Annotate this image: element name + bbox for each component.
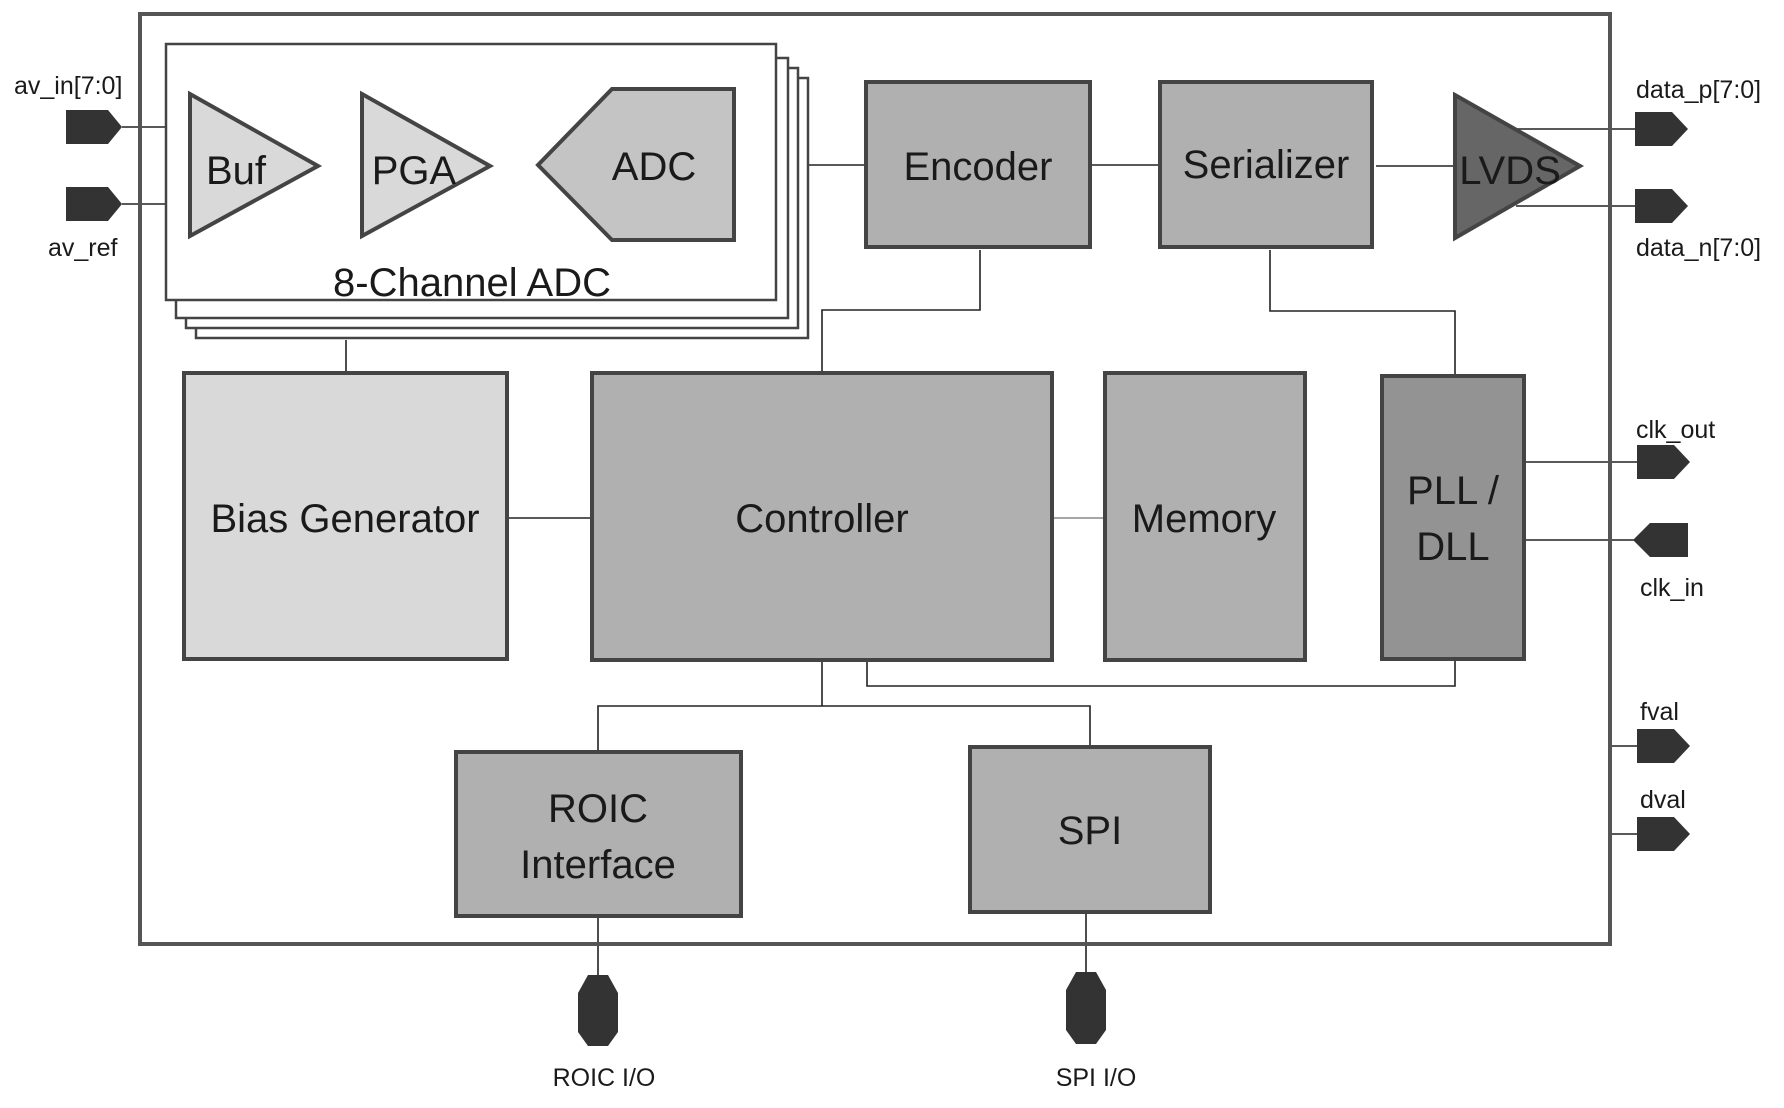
pin-roic-io-label: ROIC I/O <box>553 1064 656 1092</box>
pin-spi-io-label: SPI I/O <box>1056 1064 1137 1092</box>
lvds-block[interactable]: LVDS <box>1453 91 1585 242</box>
lvds-label: LVDS <box>1459 149 1561 193</box>
pll-label-line2: DLL <box>1416 525 1489 569</box>
pin-dval[interactable]: dval <box>1637 786 1690 851</box>
pin-data-n[interactable]: data_n[7:0] <box>1635 189 1761 262</box>
pin-clk-in[interactable]: clk_in <box>1633 523 1704 602</box>
bias-generator-label: Bias Generator <box>210 497 479 541</box>
pll-dll-block[interactable]: PLL / DLL <box>1380 374 1526 661</box>
pin-clk-out-label: clk_out <box>1636 416 1715 444</box>
pin-data-n-label: data_n[7:0] <box>1636 234 1761 262</box>
pin-av-in-label: av_in[7:0] <box>14 72 122 100</box>
pin-data-p-label: data_p[7:0] <box>1636 76 1761 104</box>
pin-dval-label: dval <box>1640 786 1686 814</box>
roic-label-line1: ROIC <box>548 787 648 831</box>
buf-label: Buf <box>206 149 267 193</box>
controller-block[interactable]: Controller <box>590 371 1054 662</box>
controller-label: Controller <box>735 497 908 541</box>
pin-clk-in-label: clk_in <box>1640 574 1704 602</box>
pin-fval[interactable]: fval <box>1637 698 1690 763</box>
pin-fval-label: fval <box>1640 698 1679 726</box>
roic-interface-block[interactable]: ROIC Interface <box>454 750 743 918</box>
pin-av-ref[interactable]: av_ref <box>48 187 122 262</box>
adc-stack-label: 8-Channel ADC <box>333 261 611 305</box>
serializer-block[interactable]: Serializer <box>1158 80 1374 249</box>
chip-boundary <box>138 12 1612 946</box>
adc-label: ADC <box>612 145 696 189</box>
buf-block[interactable]: Buf <box>188 90 323 240</box>
bias-generator-block[interactable]: Bias Generator <box>182 371 509 661</box>
adc-block[interactable]: ADC <box>535 87 736 242</box>
pin-spi-io[interactable]: SPI I/O <box>1056 972 1137 1092</box>
pga-block[interactable]: PGA <box>360 90 495 240</box>
pin-clk-out[interactable]: clk_out <box>1636 416 1715 479</box>
memory-block[interactable]: Memory <box>1103 371 1307 662</box>
roic-label-line2: Interface <box>520 843 676 887</box>
encoder-label: Encoder <box>904 145 1053 189</box>
pin-av-in[interactable]: av_in[7:0] <box>14 72 122 144</box>
memory-label: Memory <box>1132 497 1276 541</box>
pll-label-line1: PLL / <box>1407 469 1500 513</box>
spi-block[interactable]: SPI <box>968 745 1212 914</box>
pga-label: PGA <box>372 149 457 193</box>
spi-label: SPI <box>1058 809 1122 853</box>
serializer-label: Serializer <box>1183 143 1350 187</box>
pin-data-p[interactable]: data_p[7:0] <box>1635 76 1761 146</box>
encoder-block[interactable]: Encoder <box>864 80 1092 249</box>
pin-roic-io[interactable]: ROIC I/O <box>553 975 656 1092</box>
pin-av-ref-label: av_ref <box>48 234 118 262</box>
